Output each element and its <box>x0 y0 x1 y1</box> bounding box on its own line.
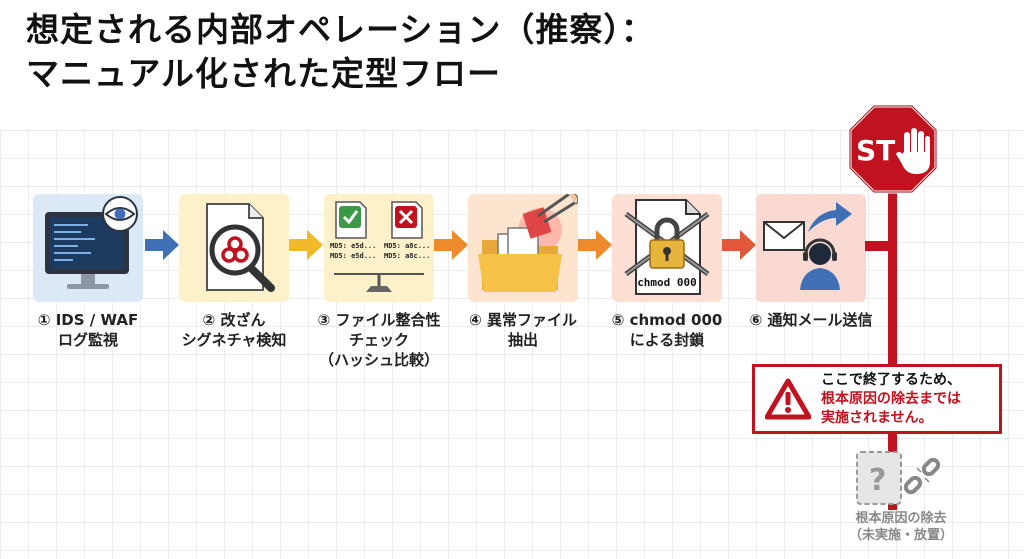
arrow-1-2 <box>145 230 179 260</box>
step-6-label: ⑥ 通知メール送信 <box>736 310 886 330</box>
step-4-label: ④ 異常ファイル 抽出 <box>448 310 598 350</box>
root-cause-label: 根本原因の除去 （未実施・放置） <box>835 510 967 544</box>
hash-right-2: MD5: a8c... <box>384 252 431 260</box>
mail-operator-icon <box>763 202 852 290</box>
step-2-label-line-2: シグネチャ検知 <box>181 331 287 349</box>
stop-sign: ST <box>848 104 938 194</box>
broken-chain-question-icon: ? <box>856 451 941 505</box>
svg-text:?: ? <box>869 463 886 498</box>
warning-line-1: ここで終了するため、 <box>821 372 961 388</box>
title-line-1: 想定される内部オペレーション（推察）： <box>26 10 655 49</box>
stop-pole-arm <box>865 241 893 251</box>
root-cause-line-1: 根本原因の除去 <box>855 511 947 526</box>
step-4-label-line-1: ④ 異常ファイル <box>469 311 577 329</box>
step-4-label-line-2: 抽出 <box>507 331 538 349</box>
step-3-label-line-2: チェック <box>348 331 409 349</box>
step-6-card <box>756 194 866 302</box>
monitor-eye-icon <box>45 196 138 289</box>
stop-pole <box>888 190 897 510</box>
hash-left-1: MD5: e5d... <box>330 242 377 250</box>
biohazard-magnifier-icon <box>206 203 275 292</box>
hash-right-1: MD5: a8c... <box>384 242 431 250</box>
step-3-label: ③ ファイル整合性 チェック （ハッシュ比較） <box>304 310 454 370</box>
step-1-label: ① IDS / WAF ログ監視 <box>13 310 163 350</box>
step-3-card: MD5: e5d... MD5: e5d... MD5: a8c... MD5:… <box>324 194 434 302</box>
step-2-label: ② 改ざん シグネチャ検知 <box>159 310 309 350</box>
step-1-card <box>33 194 143 302</box>
step-3-label-line-1: ③ ファイル整合性 <box>317 311 441 329</box>
arrow-5-6 <box>722 230 756 260</box>
step-5-card: chmod 000 <box>612 194 722 302</box>
tweezers-folder-icon <box>478 194 578 292</box>
step-2-label-line-1: ② 改ざん <box>202 311 266 329</box>
stop-sign-text: ST <box>856 134 895 167</box>
stop-hand-icon <box>896 128 930 174</box>
step-4-card <box>468 194 578 302</box>
title-line-2: マニュアル化された定型フロー <box>26 54 502 93</box>
warning-line-3: 実施されません。 <box>821 410 933 426</box>
step-3-label-line-3: （ハッシュ比較） <box>318 351 439 369</box>
page-title: 想定される内部オペレーション（推察）： マニュアル化された定型フロー <box>26 8 655 96</box>
warning-box: ここで終了するため、 根本原因の除去までは 実施されません。 <box>752 364 1002 434</box>
hash-left-2: MD5: e5d... <box>330 252 377 260</box>
step-5-label-line-2: による封鎖 <box>629 331 705 349</box>
hash-compare-icon <box>334 201 424 292</box>
chained-lock-icon <box>624 199 710 295</box>
arrow-3-4 <box>434 230 468 260</box>
root-cause-line-2: （未実施・放置） <box>848 528 953 543</box>
arrow-4-5 <box>578 230 612 260</box>
warning-triangle-icon <box>765 378 811 420</box>
arrow-2-3 <box>289 230 323 260</box>
step-1-label-line-2: ログ監視 <box>57 331 118 349</box>
step-5-label: ⑤ chmod 000 による封鎖 <box>592 310 742 350</box>
step-1-label-line-1: ① IDS / WAF <box>37 311 139 329</box>
step-6-label-line-1: ⑥ 通知メール送信 <box>749 311 873 329</box>
step-2-card <box>179 194 289 302</box>
warning-line-2: 根本原因の除去までは <box>821 391 961 407</box>
step-5-label-line-1: ⑤ chmod 000 <box>611 311 723 329</box>
chmod-file-label: chmod 000 <box>637 276 697 289</box>
